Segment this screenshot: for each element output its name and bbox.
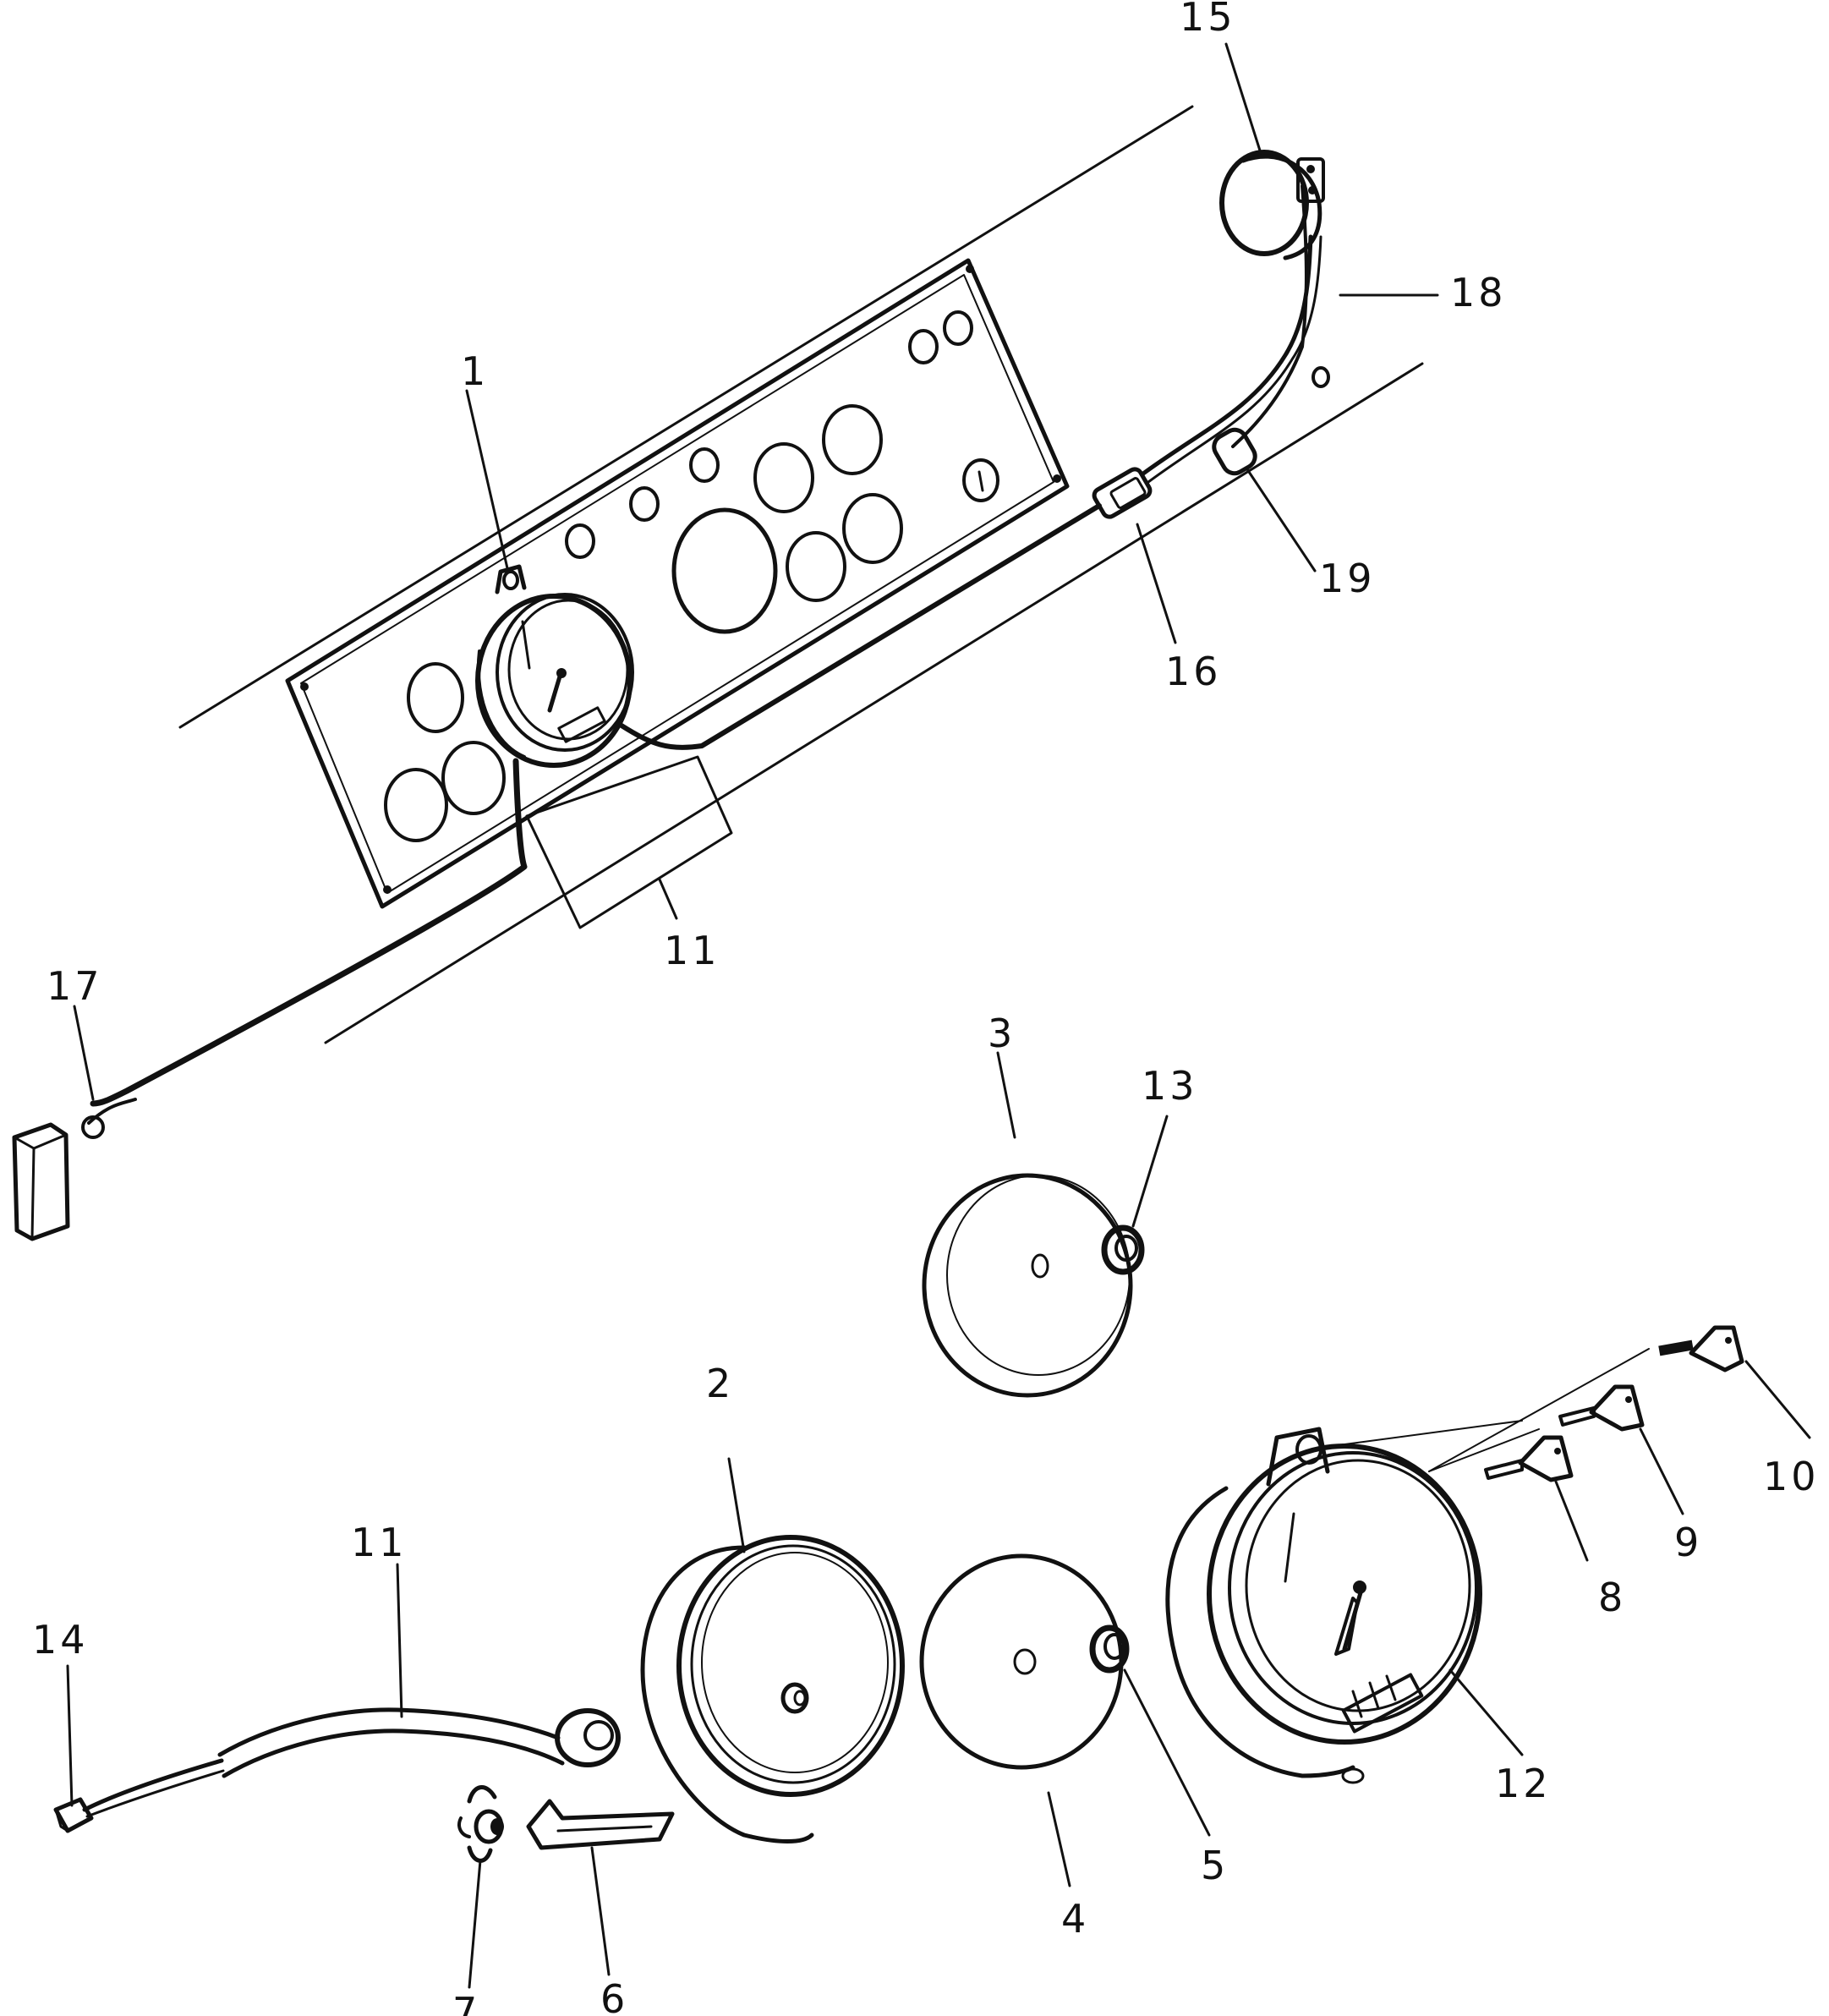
panel-hole bbox=[842, 493, 903, 564]
wire-harness-18 bbox=[1141, 184, 1322, 484]
sender-unit-15 bbox=[1219, 150, 1330, 388]
instrument-panel bbox=[285, 258, 1070, 909]
callout-16: 16 bbox=[1165, 649, 1222, 694]
cable-end-14 bbox=[53, 1797, 94, 1833]
battery-17 bbox=[12, 1098, 137, 1241]
panel-hole bbox=[384, 768, 448, 842]
callout-3: 3 bbox=[988, 1011, 1016, 1056]
panel-hole bbox=[908, 329, 939, 364]
callout-2: 2 bbox=[706, 1361, 734, 1406]
gasket-4 bbox=[919, 1553, 1124, 1770]
bracket-2 bbox=[640, 1535, 905, 1843]
callout-1: 1 bbox=[461, 348, 489, 394]
panel-hole bbox=[962, 458, 999, 502]
key-9 bbox=[1558, 1384, 1645, 1432]
key-guide-lines bbox=[1331, 1348, 1650, 1472]
callout-14: 14 bbox=[32, 1617, 89, 1663]
panel-hole bbox=[629, 486, 660, 522]
callout-8: 8 bbox=[1598, 1575, 1626, 1620]
key-8 bbox=[1484, 1435, 1574, 1482]
callout-6: 6 bbox=[600, 1976, 628, 2016]
callout-5: 5 bbox=[1201, 1843, 1229, 1888]
callout-19: 19 bbox=[1319, 556, 1376, 601]
panel-hole bbox=[565, 523, 595, 559]
callout-10: 10 bbox=[1763, 1454, 1820, 1499]
fuse-holder-19 bbox=[1212, 427, 1257, 476]
leader-lines bbox=[66, 42, 1811, 1989]
wire-harness-11-upper bbox=[90, 503, 1102, 1107]
panel-hole bbox=[753, 442, 814, 513]
panel-hole bbox=[786, 531, 846, 602]
callout-15: 15 bbox=[1180, 0, 1236, 40]
panel-hole bbox=[822, 404, 883, 475]
key-10 bbox=[1658, 1325, 1744, 1372]
grommet-5 bbox=[1089, 1624, 1130, 1674]
callout-12: 12 bbox=[1495, 1761, 1552, 1806]
speedometer-cable-11 bbox=[82, 1707, 621, 1818]
panel-hole bbox=[689, 447, 720, 483]
grommet-13 bbox=[1101, 1224, 1145, 1275]
panel-screw bbox=[1053, 474, 1061, 483]
panel-hole bbox=[943, 310, 973, 346]
callout-13: 13 bbox=[1142, 1063, 1198, 1109]
callout-18: 18 bbox=[1450, 270, 1507, 315]
connector-16 bbox=[1092, 467, 1153, 519]
bracket-6 bbox=[526, 1799, 675, 1850]
callout-9: 9 bbox=[1674, 1520, 1702, 1565]
callout-11-lower: 11 bbox=[351, 1520, 408, 1565]
panel-speedometer bbox=[475, 564, 634, 768]
callout-4: 4 bbox=[1061, 1896, 1089, 1942]
panel-hole bbox=[407, 662, 464, 733]
callout-11-upper: 11 bbox=[664, 928, 720, 973]
callout-labels: 1 2 3 4 5 6 7 8 9 10 11 11 12 13 14 15 1… bbox=[32, 0, 1820, 2016]
panel-hole bbox=[671, 507, 778, 634]
gasket-3 bbox=[922, 1173, 1133, 1398]
speedometer-12 bbox=[1165, 1427, 1482, 1784]
panel-screw bbox=[383, 885, 392, 894]
wing-nut-7 bbox=[457, 1785, 504, 1863]
panel-screw bbox=[966, 265, 974, 273]
panel-hole bbox=[441, 741, 506, 815]
callout-7: 7 bbox=[452, 1989, 480, 2016]
mounting-guide-lines bbox=[178, 105, 1424, 1044]
callout-17: 17 bbox=[47, 963, 103, 1009]
panel-screw bbox=[300, 682, 309, 691]
